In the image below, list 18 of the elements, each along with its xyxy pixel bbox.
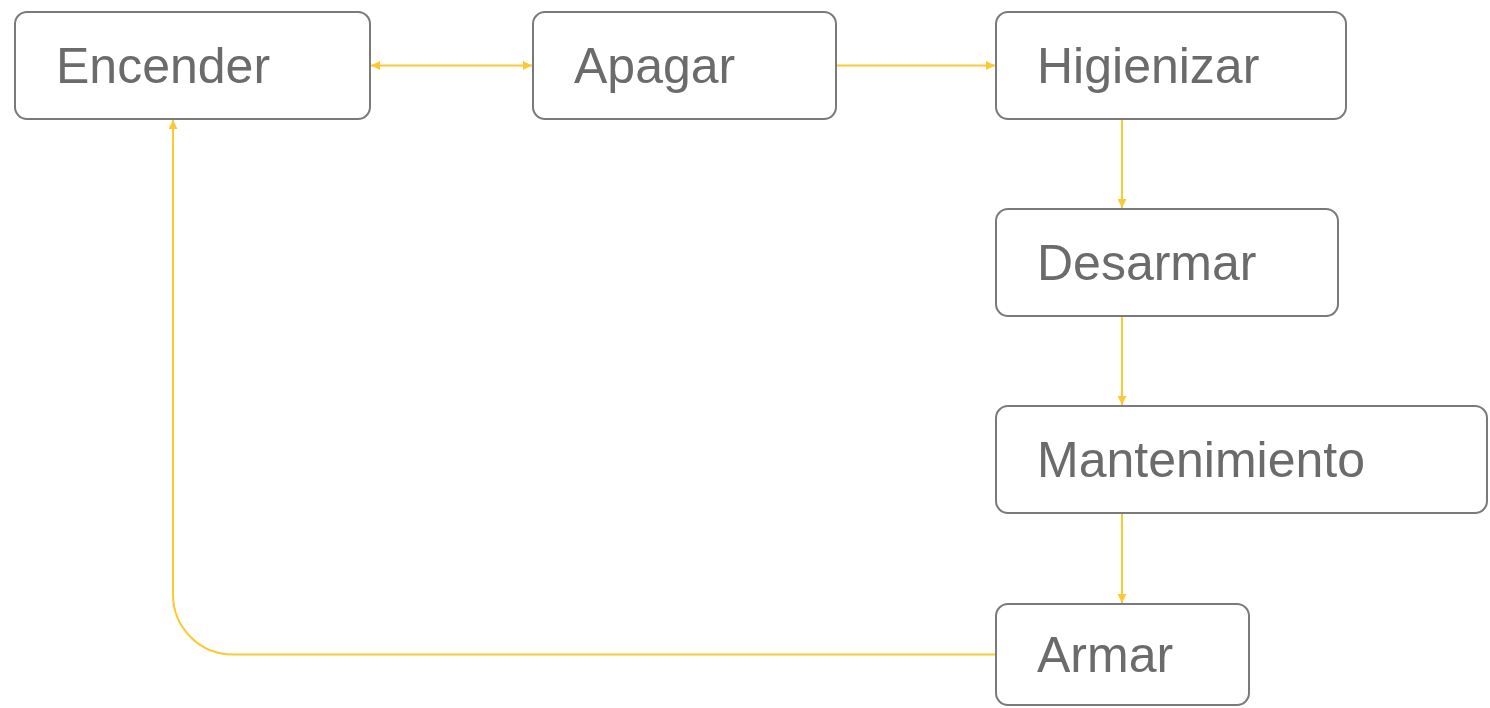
step-label: Higienizar [1037, 36, 1260, 95]
process-box [995, 11, 1347, 120]
process-box [995, 208, 1339, 317]
arrow [168, 119, 996, 656]
step-label: Mantenimiento [1037, 430, 1365, 489]
arrow [1117, 316, 1127, 406]
process-box [14, 11, 371, 120]
arrow [1117, 119, 1127, 209]
step-label: Encender [56, 36, 271, 95]
arrow [836, 61, 996, 70]
step-label: Desarmar [1037, 233, 1257, 292]
step-label: Apagar [574, 36, 736, 95]
arrow [370, 61, 533, 70]
process-box [995, 603, 1250, 706]
step-label: Armar [1037, 625, 1174, 684]
arrow [1117, 513, 1127, 604]
process-box [532, 11, 837, 120]
process-box [995, 405, 1488, 514]
